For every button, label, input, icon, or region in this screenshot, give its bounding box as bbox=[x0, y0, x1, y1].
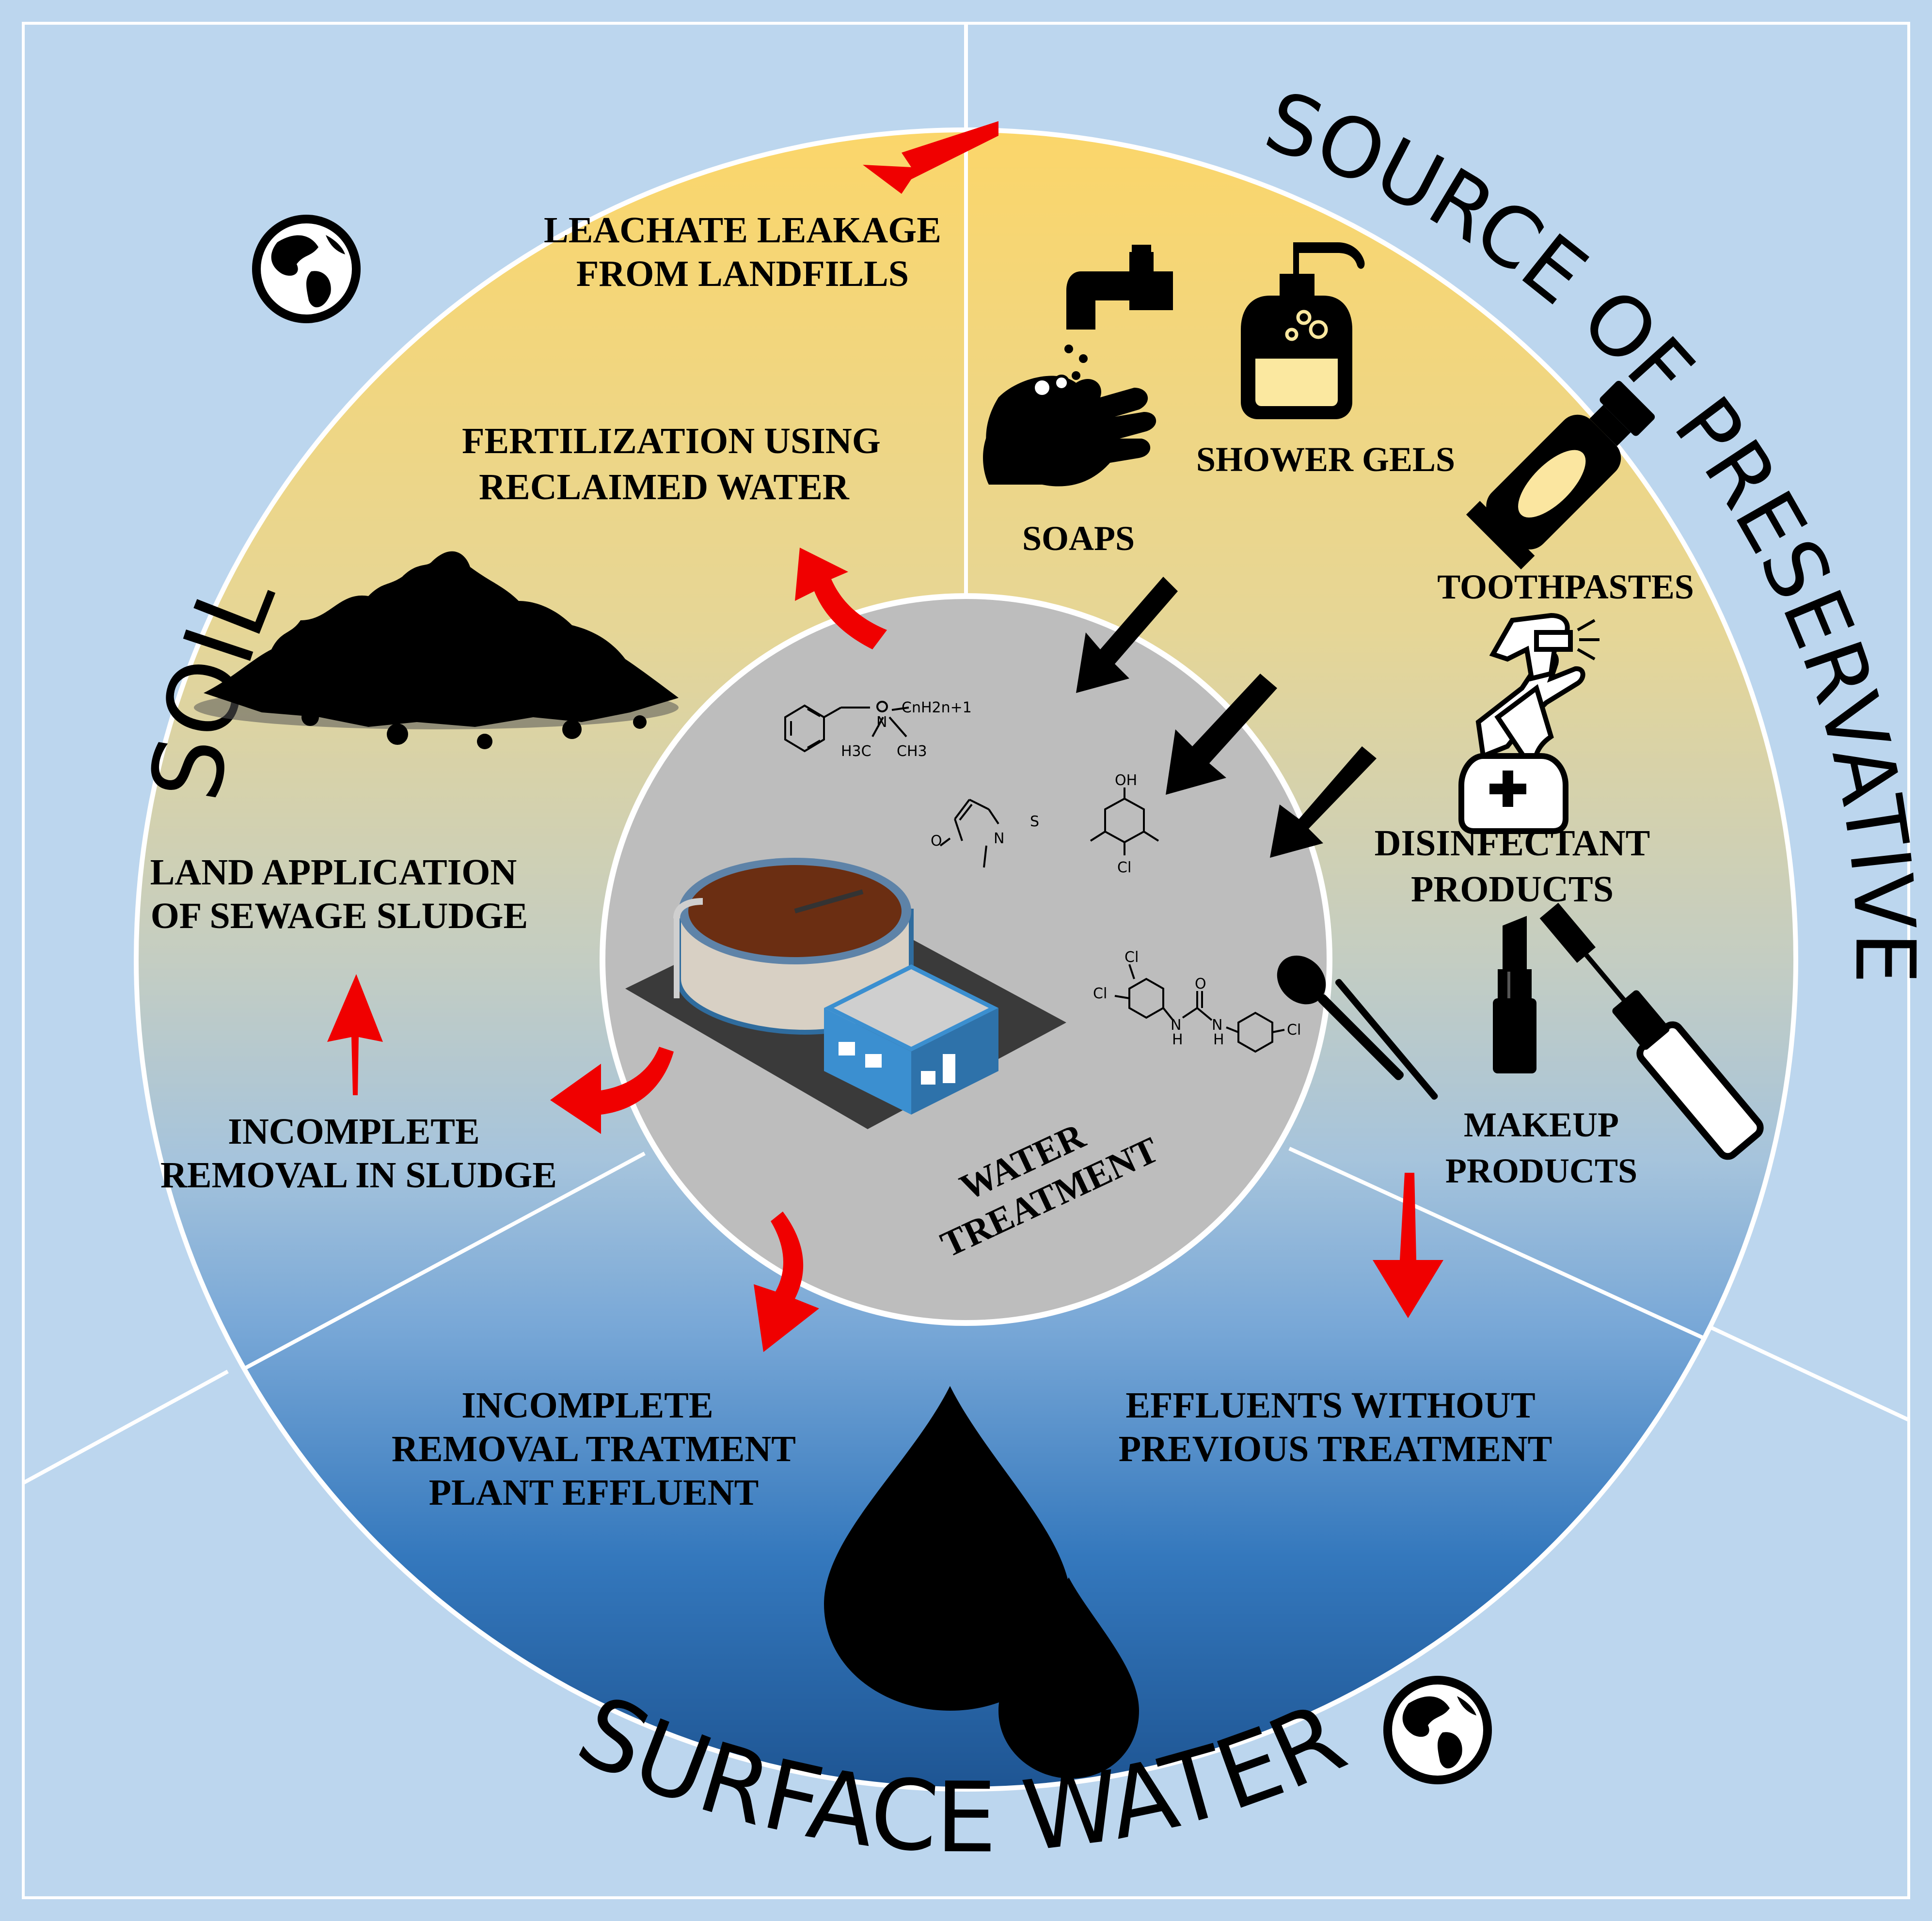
label-disinfectant: DISINFECTANT PRODUCTS bbox=[1375, 823, 1650, 910]
svg-text:N: N bbox=[994, 830, 1004, 847]
treatment-plant-icon bbox=[625, 858, 1066, 1129]
toothpaste-icon bbox=[1466, 380, 1655, 570]
svg-text:MAKEUP: MAKEUP bbox=[1464, 1105, 1619, 1144]
chemical-labels: CnH2n+1 N H3C CH3 S N O OH Cl Cl Cl Cl O… bbox=[841, 699, 1301, 1048]
svg-text:H: H bbox=[1172, 1031, 1183, 1048]
arrow-source-soaps bbox=[1076, 577, 1178, 693]
center-circle bbox=[600, 593, 1332, 1326]
svg-text:O: O bbox=[1195, 976, 1206, 992]
arrow-fertilization bbox=[795, 548, 887, 649]
svg-text:O: O bbox=[931, 833, 942, 850]
svg-text:REMOVAL IN SLUDGE: REMOVAL IN SLUDGE bbox=[160, 1155, 557, 1196]
chemical-structures bbox=[784, 701, 1285, 1053]
svg-text:RECLAIMED WATER: RECLAIMED WATER bbox=[479, 467, 850, 507]
svg-text:PRODUCTS: PRODUCTS bbox=[1411, 869, 1614, 910]
ring-divider-left bbox=[193, 1151, 646, 1398]
svg-text:OH: OH bbox=[1115, 772, 1137, 789]
arrow-incomplete-sludge bbox=[550, 1047, 674, 1134]
arrow-source-gels bbox=[1166, 674, 1277, 795]
svg-text:PRODUCTS: PRODUCTS bbox=[1445, 1151, 1637, 1190]
label-land-application: LAND APPLICATION OF SEWAGE SLUDGE bbox=[150, 852, 528, 936]
label-effluents-untreated: EFFLUENTS WITHOUT PREVIOUS TREATMENT bbox=[1119, 1385, 1552, 1469]
arrow-untreated-effluent bbox=[1373, 1173, 1443, 1318]
svg-text:PREVIOUS TREATMENT: PREVIOUS TREATMENT bbox=[1119, 1429, 1552, 1469]
makeup-icon bbox=[1277, 902, 1764, 1160]
label-incomplete-effluent: INCOMPLETE REMOVAL TRATMENT PLANT EFFLUE… bbox=[392, 1385, 796, 1513]
svg-text:Cl: Cl bbox=[1093, 985, 1107, 1002]
label-shower-gels: SHOWER GELS bbox=[1196, 440, 1455, 479]
label-makeup: MAKEUP PRODUCTS bbox=[1445, 1105, 1637, 1190]
label-fertilization: FERTILIZATION USING RECLAIMED WATER bbox=[462, 421, 881, 507]
spray-bottle-icon bbox=[1458, 613, 1599, 834]
soap-bottle-icon bbox=[1241, 242, 1365, 419]
svg-text:Cl: Cl bbox=[1124, 949, 1139, 966]
svg-text:Cl: Cl bbox=[1117, 859, 1131, 876]
svg-text:OF SEWAGE SLUDGE: OF SEWAGE SLUDGE bbox=[151, 896, 528, 936]
svg-text:INCOMPLETE: INCOMPLETE bbox=[228, 1111, 479, 1152]
arrow-source-disinfectant bbox=[1270, 746, 1377, 858]
divider-right bbox=[1700, 1321, 1910, 1422]
svg-text:FERTILIZATION USING: FERTILIZATION USING bbox=[462, 421, 881, 461]
arrow-land-application bbox=[327, 974, 383, 1095]
water-drop-icon bbox=[824, 1386, 1139, 1779]
label-incomplete-sludge: INCOMPLETE REMOVAL IN SLUDGE bbox=[160, 1111, 557, 1196]
label-soaps: SOAPS bbox=[1022, 519, 1135, 558]
globe-icon bbox=[252, 215, 361, 323]
ring-divider-right bbox=[1288, 1147, 1746, 1359]
svg-text:N: N bbox=[1171, 1017, 1181, 1034]
svg-text:REMOVAL TRATMENT: REMOVAL TRATMENT bbox=[392, 1429, 796, 1469]
svg-text:PLANT EFFLUENT: PLANT EFFLUENT bbox=[429, 1472, 759, 1513]
svg-text:N: N bbox=[876, 714, 887, 731]
svg-text:LAND APPLICATION: LAND APPLICATION bbox=[150, 852, 517, 893]
svg-text:H: H bbox=[1213, 1031, 1224, 1048]
label-toothpastes: TOOTHPASTES bbox=[1437, 567, 1694, 606]
arrow-plant-effluent bbox=[754, 1212, 819, 1352]
svg-text:LEACHATE LEAKAGE: LEACHATE LEAKAGE bbox=[544, 210, 941, 251]
arrow-leachate bbox=[863, 121, 998, 194]
svg-text:CH3: CH3 bbox=[897, 743, 927, 760]
svg-text:FROM LANDFILLS: FROM LANDFILLS bbox=[576, 253, 909, 294]
handwash-icon bbox=[983, 245, 1173, 487]
divider-left bbox=[22, 1370, 229, 1485]
soil-pile-icon bbox=[194, 551, 679, 749]
svg-text:N: N bbox=[1212, 1017, 1222, 1034]
svg-text:CnH2n+1: CnH2n+1 bbox=[902, 699, 972, 716]
svg-text:EFFLUENTS WITHOUT: EFFLUENTS WITHOUT bbox=[1125, 1385, 1535, 1426]
svg-text:Cl: Cl bbox=[1287, 1022, 1301, 1039]
label-leachate: LEACHATE LEAKAGE FROM LANDFILLS bbox=[544, 210, 941, 294]
svg-text:H3C: H3C bbox=[841, 743, 871, 760]
svg-text:INCOMPLETE: INCOMPLETE bbox=[461, 1385, 713, 1426]
svg-text:S: S bbox=[1030, 813, 1039, 830]
globe-icon bbox=[1383, 1676, 1492, 1784]
